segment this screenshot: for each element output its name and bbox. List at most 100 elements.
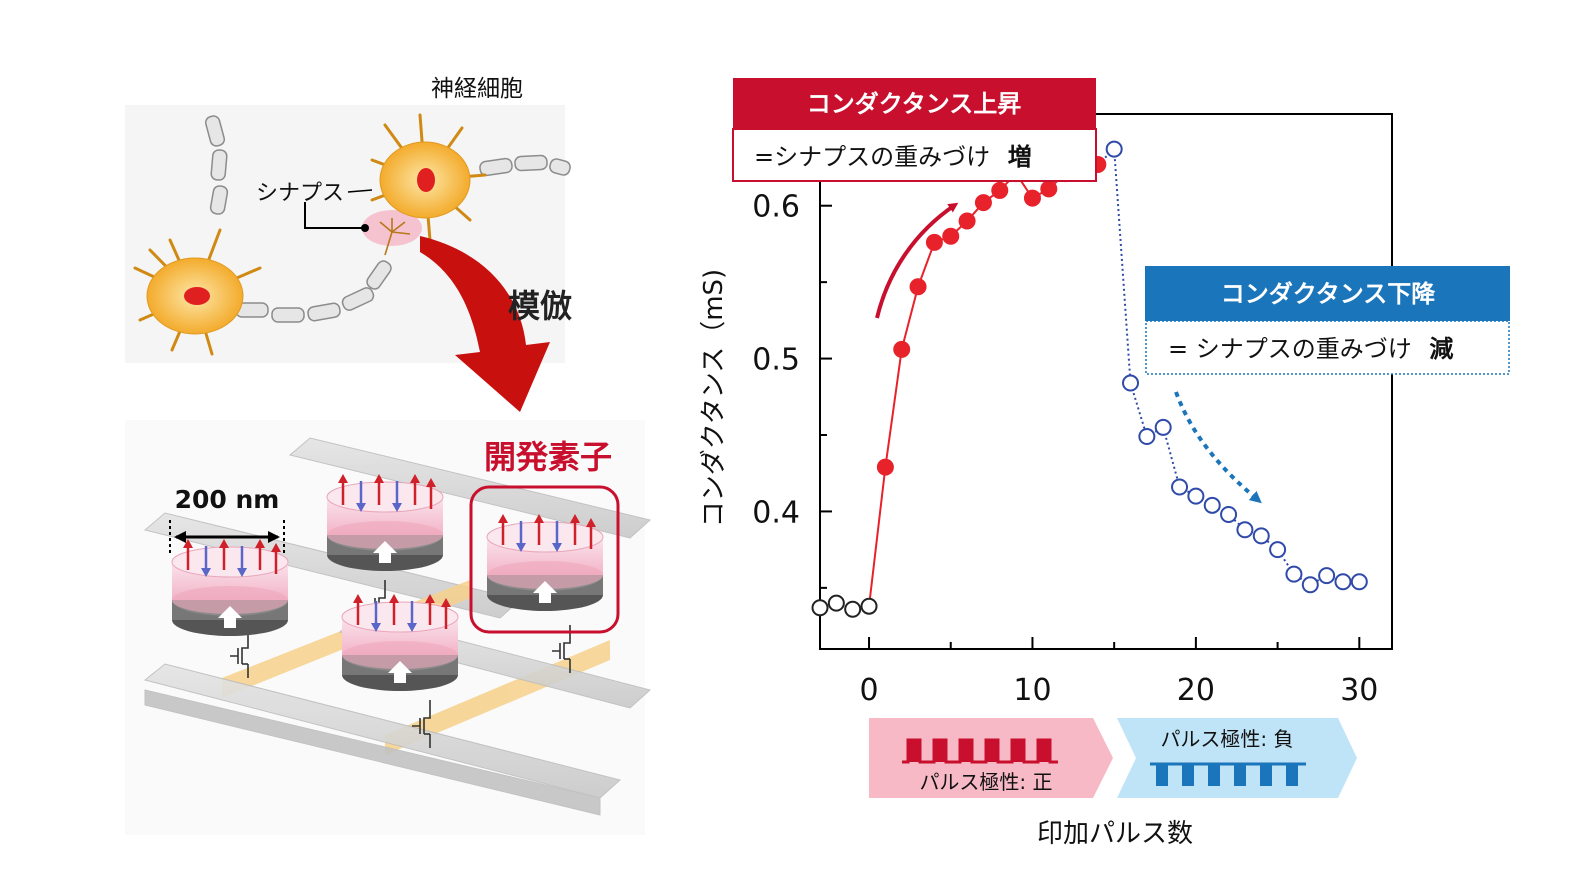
positive-pulse-fill [1012, 740, 1024, 762]
decrease-trend-arrow [1174, 391, 1262, 504]
neuron-cell-right [370, 113, 487, 242]
series-connector [1097, 148, 1115, 166]
negative-pulse [1234, 764, 1246, 786]
mtj-pillar-front [342, 594, 458, 691]
conductance-decrease-box: コンダクタンス下降 = シナプスの重みづけ 減 [1145, 266, 1510, 375]
increase-trend-arrow [875, 202, 959, 319]
pulse-bands: パルス極性: 正 パルス極性: 負 [869, 718, 1357, 798]
x-tick-label: 0 [859, 673, 878, 708]
data-point-filled-red [909, 278, 927, 296]
developed-device-frame [469, 485, 620, 634]
data-point-open-black [844, 600, 862, 618]
y-axis-label: コンダクタンス（mS) [699, 269, 729, 527]
data-point-open-blue [1220, 505, 1238, 523]
negative-pulse [1286, 764, 1298, 786]
positive-pulse-train [902, 738, 1058, 764]
data-point-open-blue [1236, 521, 1254, 539]
data-point-filled-red [958, 212, 976, 230]
positive-pulse-fill [1038, 740, 1050, 762]
negative-pulse [1182, 764, 1194, 786]
data-series [811, 140, 1368, 618]
data-point-filled-red [991, 181, 1009, 199]
neuron-title: 神経細胞 [431, 76, 523, 102]
synapse-terminals [379, 218, 411, 256]
decrease-box-subtitle-text: = シナプスの重みづけ [1168, 335, 1412, 363]
positive-pulse-label: パルス極性: 正 [919, 770, 1052, 794]
data-point-open-blue [1203, 496, 1221, 514]
scale-bar-label: 200 nm [175, 485, 280, 514]
data-point-open-blue [1154, 418, 1172, 436]
data-point-open-blue [1318, 567, 1336, 585]
device-illustration: 200 nm 開発素子 [125, 420, 652, 835]
conductance-increase-box: コンダクタンス上昇 =シナプスの重みづけ 増 [732, 78, 1097, 182]
synapse-pointer-line [304, 202, 365, 229]
increase-box-subtitle-bold: 増 [1008, 143, 1032, 171]
neuron-illustration: 神経細胞 シナプス [125, 76, 571, 363]
mimic-arrow: 模倣 [420, 236, 572, 412]
data-point-open-black [811, 599, 829, 617]
data-point-open-blue [1105, 140, 1123, 158]
negative-pulse [1260, 764, 1272, 786]
y-tick-label: 0.6 [752, 190, 800, 225]
data-point-filled-red [925, 233, 943, 251]
data-point-open-black [860, 597, 878, 615]
data-point-filled-red [876, 458, 894, 476]
increase-box-body [732, 128, 1097, 182]
y-tick-label: 0.4 [752, 495, 800, 530]
positive-pulse-fill [960, 740, 972, 762]
neuron-cell-left [133, 228, 262, 356]
series-line-open-blue [1113, 149, 1360, 586]
data-point-filled-red [1040, 180, 1058, 198]
developed-device-title: 開発素子 [484, 438, 612, 476]
data-point-filled-red [974, 194, 992, 212]
series-line-filled-red [868, 163, 1099, 607]
mtj-pillar-left [172, 539, 288, 636]
plot-frame [819, 113, 1393, 650]
data-point-open-blue [1138, 428, 1156, 446]
synapse-label-tick [347, 189, 373, 193]
decrease-box-body [1145, 320, 1510, 375]
positive-pulse-fill [986, 740, 998, 762]
negative-pulse-label: パルス極性: 負 [1160, 727, 1293, 751]
decrease-box-subtitle: = シナプスの重みづけ 減 [1168, 335, 1453, 363]
x-tick-label: 10 [1013, 673, 1051, 708]
negative-pulse [1156, 764, 1168, 786]
decrease-box-header [1145, 266, 1510, 321]
positive-pulse-fill [934, 740, 946, 762]
negative-pulse-train [1150, 762, 1306, 786]
bottom-electrodes [143, 614, 652, 816]
increase-box-title: コンダクタンス上昇 [807, 90, 1022, 118]
mtj-pillar-back [327, 474, 443, 571]
data-point-open-blue [1171, 478, 1189, 496]
decrease-box-title: コンダクタンス下降 [1221, 280, 1437, 308]
x-tick-label: 30 [1340, 673, 1378, 708]
data-point-open-blue [1187, 487, 1205, 505]
positive-pulse-fill [908, 740, 920, 762]
y-tick-label: 0.5 [752, 343, 800, 378]
synapse-pointer-dot [361, 224, 369, 232]
axon-myelin [204, 115, 571, 323]
data-point-filled-red [942, 227, 960, 245]
synapse-label: シナプス [256, 181, 344, 206]
data-point-open-blue [1301, 576, 1319, 594]
data-point-filled-red [1023, 189, 1041, 207]
data-point-filled-red [893, 340, 911, 358]
increase-box-header [733, 78, 1096, 129]
negative-pulse [1208, 764, 1220, 786]
x-tick-label: 20 [1177, 673, 1215, 708]
decrease-box-subtitle-bold: 減 [1429, 335, 1453, 363]
increase-box-subtitle-text: =シナプスの重みづけ [754, 143, 990, 171]
increase-box-subtitle: =シナプスの重みづけ 増 [754, 143, 1032, 171]
data-point-open-blue [1269, 541, 1287, 559]
data-point-open-blue [1122, 374, 1140, 392]
data-point-open-blue [1285, 565, 1303, 583]
mtj-pillar-right [487, 514, 603, 611]
data-point-open-black [827, 594, 845, 612]
data-point-open-blue [1350, 573, 1368, 591]
x-axis-label: 印加パルス数 [1037, 819, 1193, 849]
axis-ticks: 0 10 20 30 0.4 0.5 0.6 [752, 128, 1378, 708]
data-point-open-blue [1334, 573, 1352, 591]
mimic-label: 模倣 [508, 287, 572, 325]
data-point-open-blue [1252, 527, 1270, 545]
